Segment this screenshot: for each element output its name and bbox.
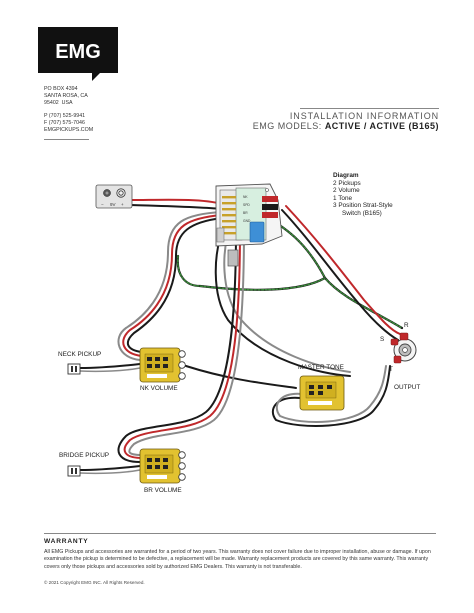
address-line: 95402 USA: [44, 100, 73, 107]
bridge-volume-wire-black: [117, 229, 237, 463]
battery-wire-black: [130, 204, 223, 210]
copyright-text: © 2021 Copyright EMG INC. All Rights Res…: [44, 580, 145, 585]
master-tone-label: MASTER TONE: [298, 364, 344, 371]
bridge-volume-wire-red: [123, 229, 241, 459]
switch-pad-marking: NK: [243, 195, 248, 199]
nk-volume-label: NK VOLUME: [140, 385, 178, 392]
tone-wire-black: [214, 221, 351, 377]
ground-wire: [176, 254, 327, 291]
neck-pickup-lead: [79, 363, 141, 369]
models-value: ACTIVE / ACTIVE (B165): [324, 121, 439, 131]
warranty-divider: [44, 533, 436, 534]
models-line: EMG MODELS: ACTIVE / ACTIVE (B165): [253, 121, 439, 131]
legend-item: 2 Pickups: [333, 179, 361, 187]
legend-item-cont: Switch (B165): [342, 209, 382, 217]
bridge-pickup-lead: [79, 465, 141, 471]
jack-t-label: T: [389, 366, 393, 373]
battery-wire-red: [130, 198, 223, 205]
address-line: SANTA ROSA, CA: [44, 93, 88, 100]
warranty-heading: WARRANTY: [44, 538, 89, 545]
output-jack: [390, 332, 417, 364]
emg-logo: EMG: [38, 27, 118, 81]
master-tone-pot: [299, 375, 345, 411]
website-line: EMGPICKUPS.COM: [44, 127, 94, 134]
neck-volume-wire-red: [122, 214, 223, 357]
neck-pickup-label: NECK PICKUP: [58, 351, 102, 358]
jack-r-label: R: [404, 322, 409, 329]
legend-item: 3 Position Strat-Style: [333, 202, 393, 209]
tone-output-wire: [271, 365, 391, 427]
nk-volume-pot: [139, 347, 186, 383]
logo-text: EMG: [55, 41, 101, 63]
battery-plus-icon: +: [121, 202, 124, 207]
phone-line: P (707) 525-9941: [44, 113, 86, 120]
diagram-legend: Diagram 2 Pickups 2 Volume 1 Tone 3 Posi…: [333, 172, 393, 217]
neck-volume-wire-gray: [117, 211, 223, 361]
volume-to-tone-wire: [185, 365, 297, 389]
battery-label: 9V: [110, 202, 116, 207]
fax-line: F (707) 575-7046: [44, 120, 85, 127]
battery-9v: 9V − +: [95, 184, 133, 209]
warranty-text: All EMG Pickups and accessories are warr…: [44, 549, 431, 570]
models-prefix: EMG MODELS:: [252, 121, 325, 131]
switch-pad-marking: GND: [243, 219, 251, 223]
legend-title: Diagram: [333, 172, 359, 179]
selector-switch: NK SPD BR GND: [215, 183, 283, 267]
br-volume-label: BR VOLUME: [144, 487, 182, 494]
legend-item: 1 Tone: [333, 194, 353, 202]
br-volume-pot: [139, 448, 186, 484]
bridge-volume-wire-gray: [128, 229, 245, 456]
switch-pad-marking: SPD: [243, 203, 250, 207]
address-line: PO BOX 4394: [44, 86, 78, 92]
output-wire-black: [281, 209, 399, 341]
battery-minus-icon: −: [101, 202, 104, 207]
bridge-pickup-connector: [67, 465, 81, 477]
address-divider: [44, 139, 89, 140]
neck-pickup-connector: [67, 363, 81, 375]
switch-pad-marking: BR: [243, 211, 248, 215]
neck-volume-wire-black: [126, 217, 223, 353]
title-divider: [300, 108, 439, 109]
jack-s-label: S: [380, 336, 385, 343]
output-label: OUTPUT: [394, 384, 421, 391]
installation-title: INSTALLATION INFORMATION: [289, 111, 439, 121]
legend-item: 2 Volume: [333, 187, 360, 194]
output-wire-red: [285, 205, 401, 335]
bridge-pickup-label: BRIDGE PICKUP: [59, 452, 110, 459]
